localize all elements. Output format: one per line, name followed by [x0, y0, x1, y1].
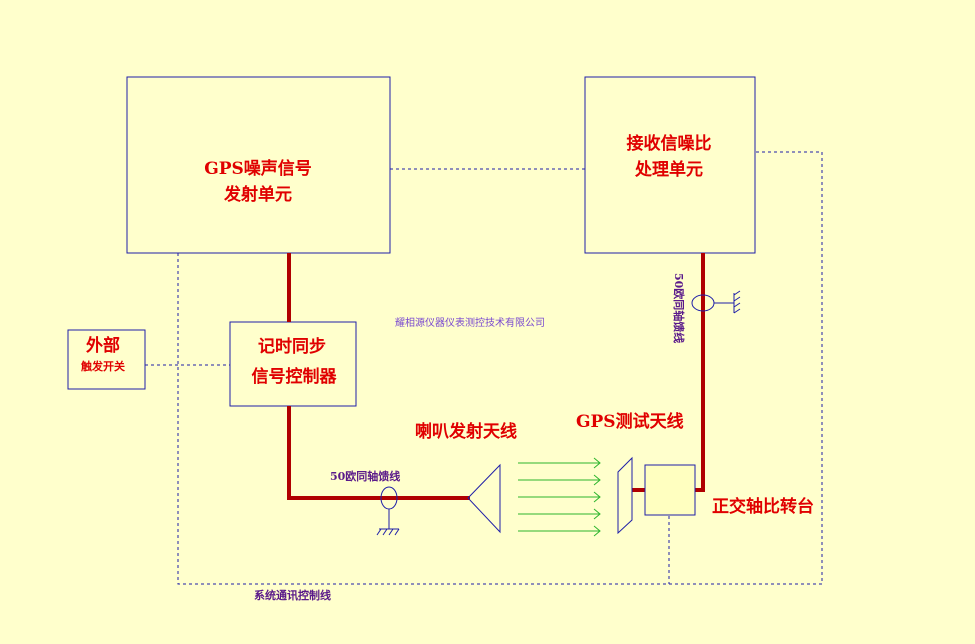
external-trigger-box	[67, 329, 146, 390]
cable-receiver-to-turntable	[695, 253, 705, 492]
receiver-snr-unit-box	[584, 76, 756, 254]
receiver-snr-unit-line2: 处理单元	[634, 159, 703, 180]
dashed-links	[145, 151, 823, 585]
horn-antenna-icon	[467, 463, 501, 534]
horn-antenna-label: 喇叭发射天线	[415, 421, 517, 442]
coax-left-label: 50欧同轴馈线	[330, 469, 400, 483]
turntable-box	[644, 464, 696, 516]
external-trigger-line1: 外部	[86, 335, 120, 356]
timing-sync-controller-line1: 记时同步	[258, 336, 326, 357]
turntable-label: 正交轴比转台	[712, 496, 814, 517]
receiver-snr-unit-line1: 接收信噪比	[627, 133, 712, 154]
gps-noise-unit-line2: 发射单元	[223, 184, 292, 205]
gps-noise-unit-box	[126, 76, 391, 254]
coax-right-label: 50欧同轴馈线	[672, 273, 686, 343]
gps-test-antenna-label: GPS测试天线	[576, 411, 684, 432]
timing-sync-controller-box	[229, 321, 357, 407]
control-line-loop-left	[177, 151, 823, 585]
coax-connector-left	[376, 486, 400, 536]
control-line-label: 系统通讯控制线	[254, 588, 331, 602]
gps-noise-unit-line1: GPS噪声信号	[204, 158, 312, 179]
external-trigger-line2: 触发开关	[80, 359, 125, 373]
timing-sync-controller-line2: 信号控制器	[252, 366, 338, 387]
coax-cables	[287, 253, 705, 500]
radiation-waves	[518, 457, 601, 537]
watermark-text: 耀相源仪器仪表测控技术有限公司	[395, 316, 545, 329]
coax-connector-right	[691, 290, 741, 314]
gps-test-antenna-icon	[617, 456, 633, 535]
cable-controller-to-horn	[287, 406, 470, 500]
